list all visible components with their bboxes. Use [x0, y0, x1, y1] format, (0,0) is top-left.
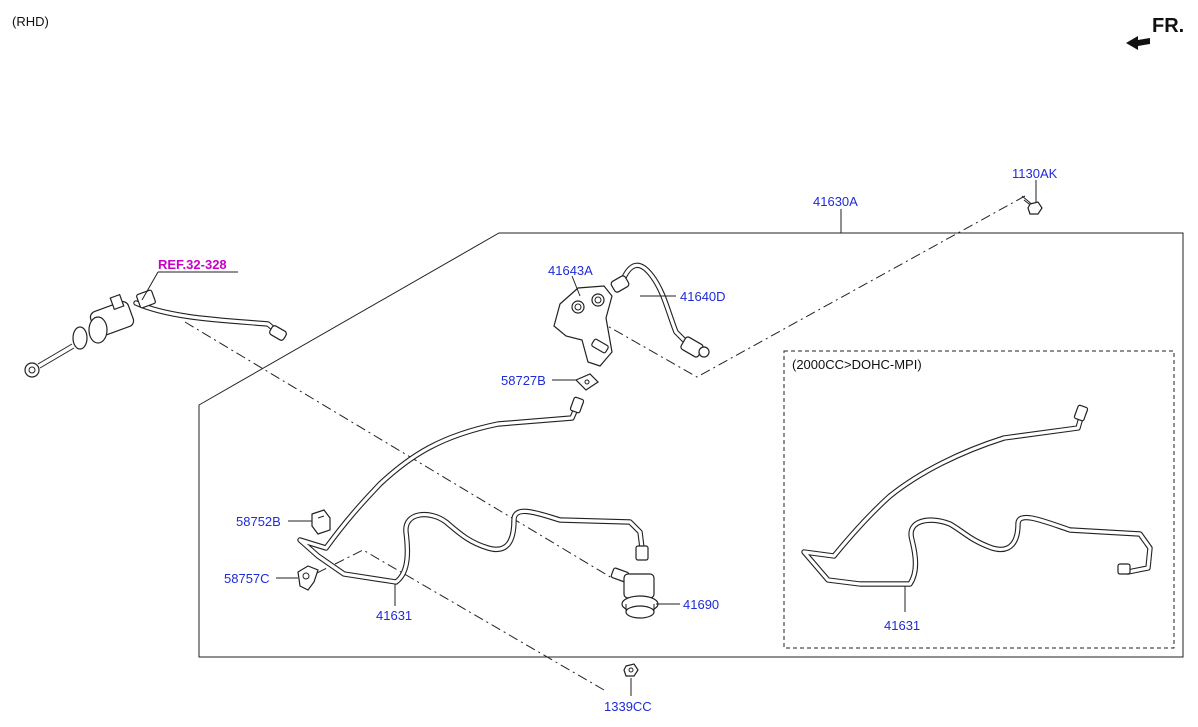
guide-line-master-cylinder [184, 321, 613, 579]
part-label-1339cc[interactable]: 1339CC [604, 699, 652, 714]
hose-41640d [610, 262, 710, 358]
part-label-41640d[interactable]: 41640D [680, 289, 726, 304]
part-label-41643a[interactable]: 41643A [548, 263, 593, 278]
leader-41643a [571, 275, 581, 297]
inset-pipe-41631 [801, 404, 1153, 587]
part-label-41690[interactable]: 41690 [683, 597, 719, 612]
variant-label: (RHD) [12, 14, 49, 29]
front-direction-label: FR. [1152, 15, 1184, 37]
part-label-58727b[interactable]: 58727B [501, 373, 546, 388]
bracket-58757c [297, 565, 319, 591]
part-label-1130ak[interactable]: 1130AK [1012, 166, 1058, 181]
front-arrow-icon [1126, 36, 1150, 50]
leader-reference [141, 271, 159, 301]
part-label-41631[interactable]: 41631 [376, 608, 412, 623]
clip-58752b [311, 509, 331, 535]
part-label-58757c[interactable]: 58757C [224, 571, 270, 586]
part-label-41630a[interactable]: 41630A [813, 194, 858, 209]
guide-line-nut [312, 549, 605, 691]
part-label-inset-41631[interactable]: 41631 [884, 618, 920, 633]
part-label-58752b[interactable]: 58752B [236, 514, 281, 529]
guide-line-bolt [603, 195, 1026, 378]
release-cylinder-41690 [610, 567, 659, 619]
reference-label[interactable]: REF.32-328 [158, 257, 227, 272]
inset-title: (2000CC>DOHC-MPI) [792, 357, 922, 372]
nut-1339cc [623, 663, 639, 677]
assembly-boundary [198, 232, 1184, 658]
master-cylinder [24, 289, 287, 378]
pipe-41631 [297, 396, 649, 585]
clip-58727b [574, 373, 599, 391]
inset-boundary [783, 350, 1175, 649]
bolt-1130ak [1021, 195, 1043, 215]
bracket-41643a [553, 285, 613, 367]
